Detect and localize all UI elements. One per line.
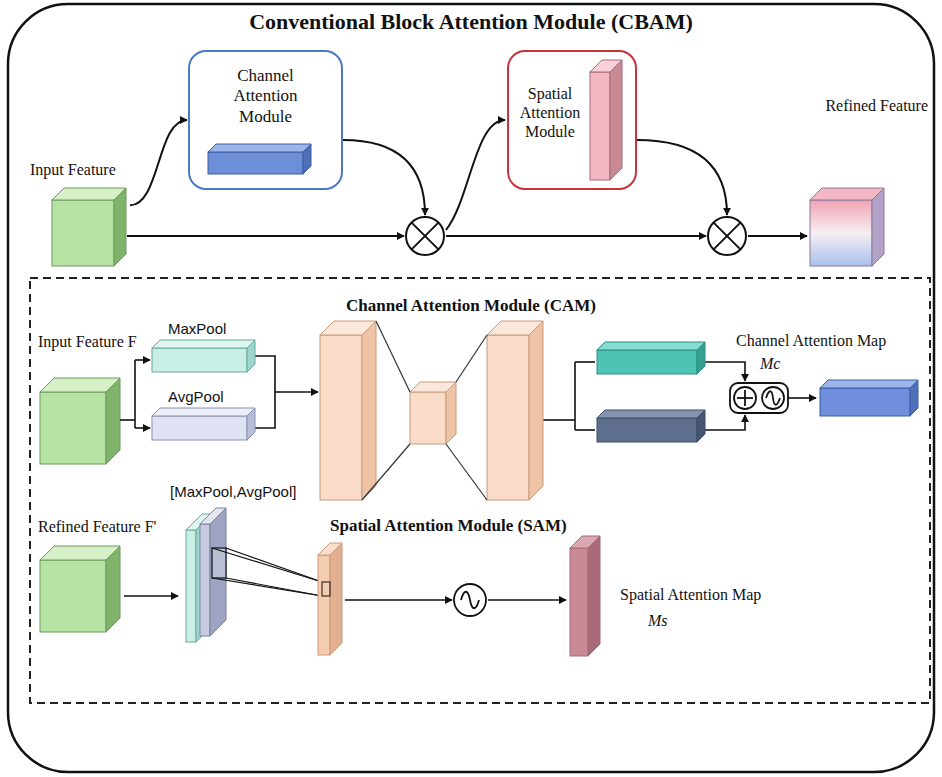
feature-label: Refined Feature F' [38,518,156,536]
node-text: Spatial Attention Module [515,84,585,142]
feature-label: Input Feature F [38,333,137,351]
refined-input-cube [40,546,120,632]
pooled-slab [186,514,212,642]
maxpool-bar [152,340,255,372]
input-cube [52,188,126,266]
conv-kernel [212,548,322,596]
pooled-slab [200,508,226,636]
sum-sigmoid-symbol [730,383,788,413]
flow-arrow [127,120,807,236]
avgpool-out-bar [597,410,705,442]
node-text: Refined Feature [790,96,928,115]
node-text: Input Feature [30,160,130,179]
feature-cube: Refined Feature [790,96,932,270]
pool-label: MaxPool [168,320,226,337]
maxpool-out-bar [597,342,705,374]
mlp-layer [320,321,543,500]
spatial-map-slab [570,536,600,656]
conv-output-slab [318,543,342,655]
module-box: Channel Attention Module [188,50,343,190]
pool-label: [MaxPool,AvgPool] [170,483,296,500]
pool-label: AvgPool [168,388,224,405]
mlp-link [362,321,487,500]
multiply-symbol [406,217,746,255]
map-label: Spatial Attention Map [620,586,761,604]
diagram-title: Conventional Block Attention Module (CBA… [0,9,942,35]
section-heading: Channel Attention Module (CAM) [0,296,942,316]
feature-cube: Input Feature [30,160,130,268]
channel-bar [208,144,311,174]
section-heading: Spatial Attention Module (SAM) [330,516,567,536]
refined-cube [810,188,884,266]
avgpool-bar [152,408,255,440]
map-symbol: Mc [760,355,780,373]
node-text: Channel Attention Module [214,66,318,127]
flow-arrow [130,120,187,205]
outer-frame [8,4,934,772]
sigmoid-symbol [454,584,486,616]
map-symbol: Ms [648,612,668,630]
map-label: Channel Attention Map [736,332,886,350]
input-cube [40,378,120,464]
spatial-slab [590,60,622,180]
dashed-panel [30,278,930,703]
channel-map-bar [820,380,918,416]
module-box: Spatial Attention Module [507,50,637,190]
